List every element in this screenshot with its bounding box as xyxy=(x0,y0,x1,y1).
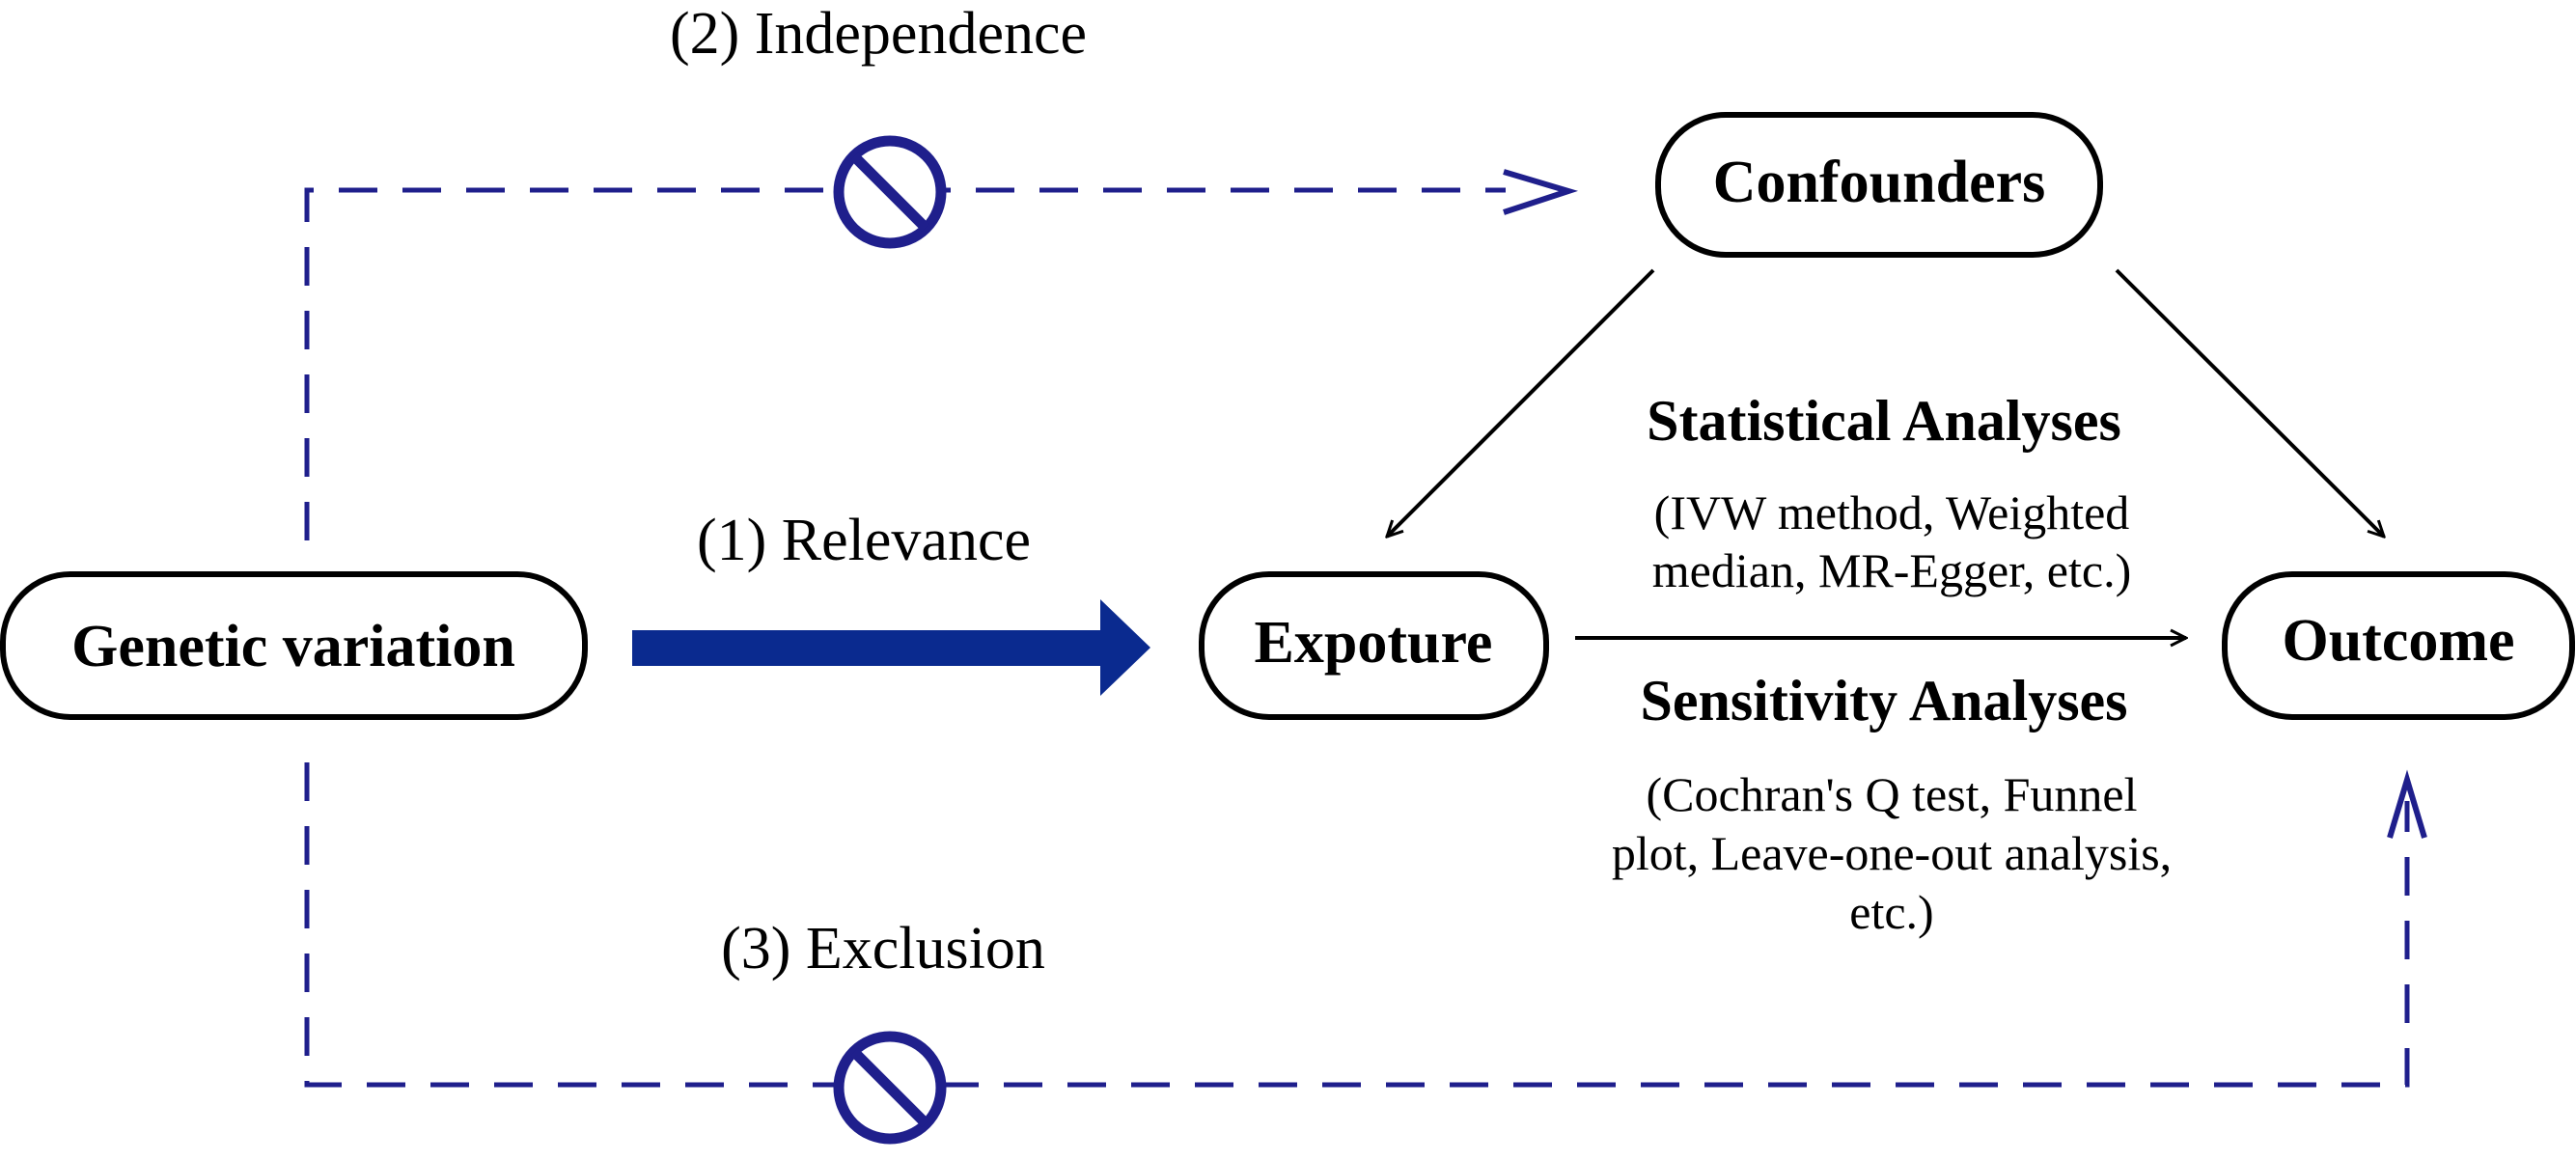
sensitivity-analyses-line-1: (Cochran's Q test, Funnel xyxy=(1647,767,2138,821)
exclusion-arrowhead xyxy=(2387,769,2427,839)
statistical-analyses-line-2: median, MR-Egger, etc.) xyxy=(1652,543,2131,597)
independence-caption: (2) Independence xyxy=(670,1,1087,67)
prohibition-icon xyxy=(833,1031,947,1145)
node-genetic-variation: Genetic variation xyxy=(0,571,588,720)
exposure-label: Expoture xyxy=(1255,610,1493,676)
confounders-label: Confounders xyxy=(1713,150,2046,215)
sensitivity-analyses-heading: Sensitivity Analyses xyxy=(1640,669,2127,733)
genetic-variation-label: Genetic variation xyxy=(71,614,515,679)
node-outcome: Outcome xyxy=(2222,571,2575,720)
sensitivity-analyses-line-3: etc.) xyxy=(1849,885,1933,939)
independence-dashed-path xyxy=(304,187,1506,540)
independence-arrowhead xyxy=(1503,169,1579,215)
relevance-arrow xyxy=(632,599,1150,696)
confounders-to-outcome-arrow xyxy=(2115,268,2384,537)
statistical-analyses-line-1: (IVW method, Weighted xyxy=(1654,485,2130,539)
prohibition-icon xyxy=(833,135,947,249)
exclusion-dashed-path xyxy=(304,762,2410,1088)
outcome-label: Outcome xyxy=(2282,608,2514,674)
sensitivity-analyses-line-2: plot, Leave-one-out analysis, xyxy=(1612,826,2172,880)
node-exposure: Expoture xyxy=(1199,571,1549,720)
relevance-caption: (1) Relevance xyxy=(697,508,1031,573)
exclusion-caption: (3) Exclusion xyxy=(721,916,1045,981)
confounders-to-exposure-arrow xyxy=(1387,268,1655,537)
node-confounders: Confounders xyxy=(1655,112,2103,258)
statistical-analyses-heading: Statistical Analyses xyxy=(1647,389,2121,453)
